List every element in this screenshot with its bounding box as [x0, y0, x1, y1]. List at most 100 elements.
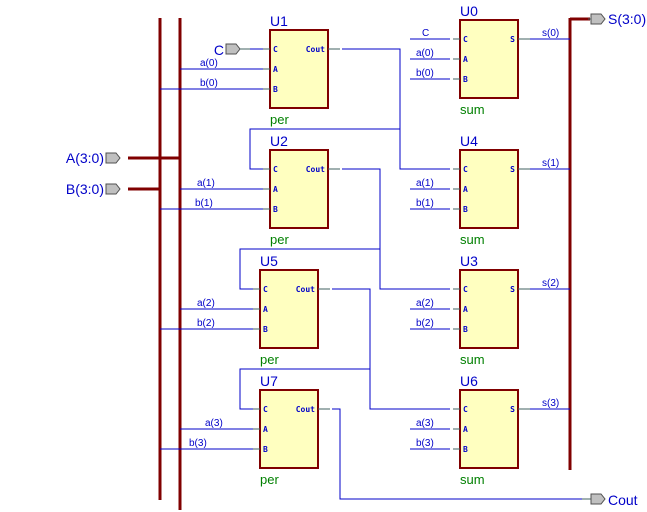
- port-s-label: S(3:0): [608, 11, 646, 27]
- net-label: b(2): [197, 318, 215, 329]
- pin-label: A: [463, 185, 468, 194]
- pin-label: A: [263, 425, 268, 434]
- pin-label: B: [463, 75, 468, 84]
- cell-body: [269, 149, 329, 229]
- cell-body: [459, 149, 519, 229]
- pin-label: C: [463, 285, 468, 294]
- cell-body: [459, 389, 519, 469]
- per-cell-3[interactable]: U7 per C A B Cout: [253, 373, 330, 487]
- instance-label: U0: [460, 3, 478, 19]
- port-s[interactable]: S(3:0): [588, 11, 646, 27]
- port-c-label: C: [214, 42, 224, 58]
- cell-body: [259, 389, 319, 469]
- port-c[interactable]: C: [214, 42, 250, 58]
- wire-carry-u5-u7: [239, 368, 370, 410]
- cell-type-label: per: [270, 232, 289, 247]
- instance-label: U5: [260, 253, 278, 269]
- pin-label: B: [463, 205, 468, 214]
- pin-label: C: [273, 165, 278, 174]
- net-label: s(3): [542, 398, 559, 409]
- wire-cout: [332, 408, 582, 500]
- cell-type-label: per: [260, 472, 279, 487]
- input-port-icon: [105, 183, 121, 195]
- instance-label: U2: [270, 133, 288, 149]
- net-label: a(3): [416, 418, 434, 429]
- input-port-icon: [225, 43, 241, 55]
- pin-label: B: [463, 325, 468, 334]
- pin-label: C: [463, 405, 468, 414]
- pin-label: B: [263, 445, 268, 454]
- cell-body: [459, 269, 519, 349]
- port-a[interactable]: A(3:0): [66, 150, 121, 166]
- pin-label: B: [263, 325, 268, 334]
- output-port-icon: [590, 493, 606, 505]
- pin-label: A: [463, 305, 468, 314]
- net-label: a(0): [416, 48, 434, 59]
- instance-label: U4: [460, 133, 478, 149]
- net-label: b(0): [200, 78, 218, 89]
- cell-type-label: sum: [460, 352, 485, 367]
- pin-label: B: [463, 445, 468, 454]
- net-label: a(2): [416, 298, 434, 309]
- pin-label: C: [263, 405, 268, 414]
- net-label: s(0): [542, 28, 559, 39]
- instance-label: U7: [260, 373, 278, 389]
- port-b[interactable]: B(3:0): [66, 181, 121, 197]
- output-port-icon: [590, 13, 606, 25]
- pin-label: S: [510, 405, 515, 414]
- net-label: b(2): [416, 318, 434, 329]
- net-label: C: [422, 28, 429, 39]
- pin-label: Cout: [296, 285, 315, 294]
- wire-carry-u1-u4: [342, 48, 450, 170]
- net-label: a(1): [416, 178, 434, 189]
- instance-label: U3: [460, 253, 478, 269]
- wire-carry-u1-u2: [249, 128, 400, 170]
- pin-label: B: [273, 85, 278, 94]
- port-cout-label: Cout: [608, 492, 638, 508]
- pin-label: C: [273, 45, 278, 54]
- pin-label: B: [273, 205, 278, 214]
- port-b-label: B(3:0): [66, 181, 104, 197]
- net-label: a(2): [197, 298, 215, 309]
- net-label: a(1): [197, 178, 215, 189]
- pin-label: C: [263, 285, 268, 294]
- port-a-label: A(3:0): [66, 150, 104, 166]
- cell-body: [259, 269, 319, 349]
- sum-inputs: a(0) b(0) a(1) b(1) a(2) b(2) a(3) b(3): [410, 48, 450, 450]
- cell-type-label: sum: [460, 472, 485, 487]
- pin-label: C: [463, 35, 468, 44]
- net-label: s(2): [542, 278, 559, 289]
- pin-label: A: [463, 55, 468, 64]
- pin-label: C: [463, 165, 468, 174]
- pin-label: A: [263, 305, 268, 314]
- net-label: b(3): [189, 438, 207, 449]
- sum-cell-0[interactable]: U0 sum C A B S: [453, 3, 530, 117]
- pin-label: Cout: [306, 165, 325, 174]
- sum-outputs: s(0) s(1) s(2) s(3): [530, 28, 570, 410]
- pin-label: S: [510, 35, 515, 44]
- net-label: a(3): [205, 418, 223, 429]
- wire-carry-u2-u5: [239, 248, 380, 290]
- pin-label: A: [273, 65, 278, 74]
- input-port-icon: [105, 152, 121, 164]
- instance-label: U1: [270, 13, 288, 29]
- net-label: b(0): [416, 68, 434, 79]
- cell-type-label: sum: [460, 102, 485, 117]
- wire-carry-u2-u3: [342, 168, 450, 290]
- instance-label: U6: [460, 373, 478, 389]
- cell-body: [269, 29, 329, 109]
- net-label: b(1): [416, 198, 434, 209]
- sum-cell-2[interactable]: U3 sum C A B S: [453, 253, 530, 367]
- wire-carry-u5-u6: [332, 288, 450, 410]
- pin-label: S: [510, 285, 515, 294]
- cell-type-label: sum: [460, 232, 485, 247]
- port-cout[interactable]: Cout: [582, 492, 638, 508]
- pin-label: Cout: [296, 405, 315, 414]
